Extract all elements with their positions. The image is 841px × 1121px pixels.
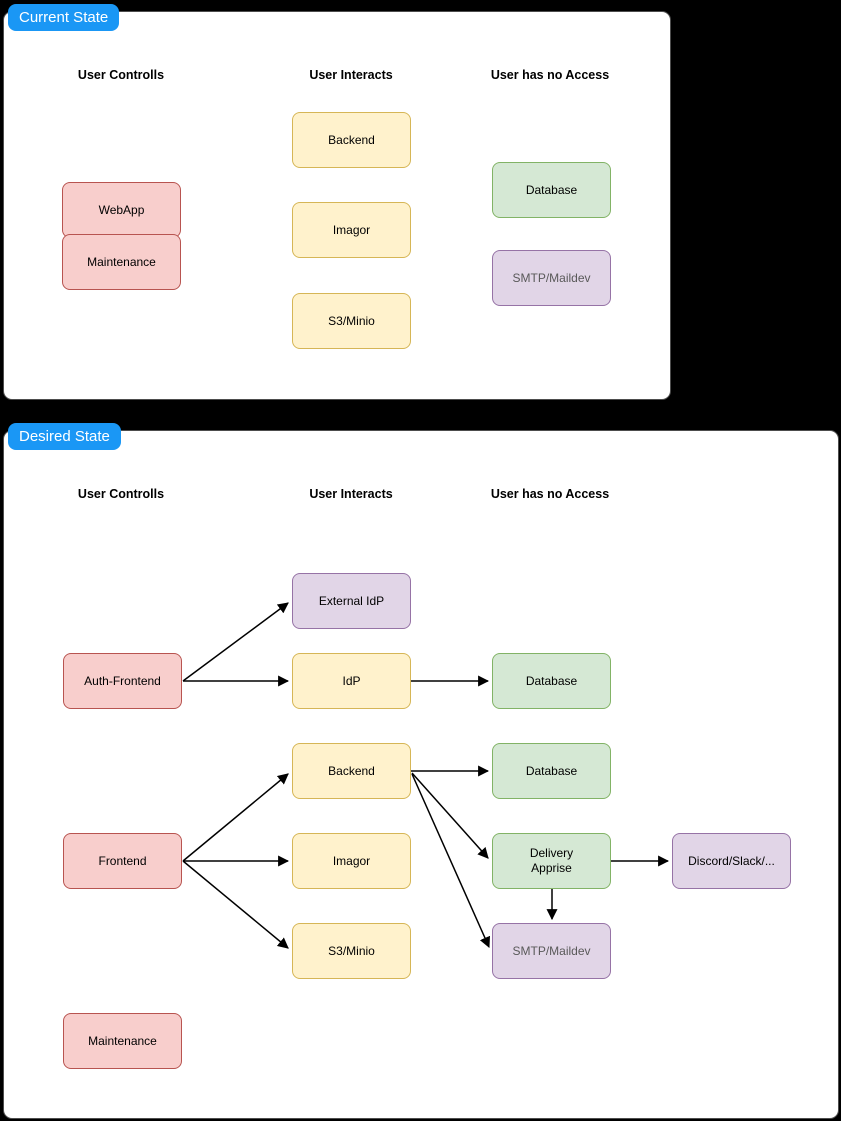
node-delivery-apprise[interactable]: Delivery Apprise	[492, 833, 611, 889]
node-auth-frontend[interactable]: Auth-Frontend	[63, 653, 182, 709]
node-s3-minio-current[interactable]: S3/Minio	[292, 293, 411, 349]
node-database-backend[interactable]: Database	[492, 743, 611, 799]
node-imagor-current[interactable]: Imagor	[292, 202, 411, 258]
node-idp[interactable]: IdP	[292, 653, 411, 709]
node-backend[interactable]: Backend	[292, 743, 411, 799]
node-discord-slack[interactable]: Discord/Slack/...	[672, 833, 791, 889]
edge-authfrontend-externalidp	[182, 602, 289, 682]
edge-frontend-backend	[182, 773, 289, 862]
edge-frontend-s3minio	[182, 860, 289, 949]
desired-state-tab-label: Desired State	[8, 423, 121, 450]
column-header-user-controlls: User Controlls	[77, 68, 165, 82]
node-maintenance-current[interactable]: Maintenance	[62, 234, 181, 290]
node-smtp-maildev-current[interactable]: SMTP/Maildev	[492, 250, 611, 306]
column-header-user-interacts-desired: User Interacts	[309, 487, 393, 501]
column-header-user-interacts: User Interacts	[309, 68, 393, 82]
column-header-user-has-no-access: User has no Access	[490, 68, 610, 82]
node-imagor[interactable]: Imagor	[292, 833, 411, 889]
node-database-idp[interactable]: Database	[492, 653, 611, 709]
node-external-idp[interactable]: External IdP	[292, 573, 411, 629]
panel-desired-state: User Controlls User Interacts User has n…	[3, 430, 839, 1119]
node-backend-current[interactable]: Backend	[292, 112, 411, 168]
current-state-tab-label: Current State	[8, 4, 120, 31]
column-header-user-has-no-access-desired: User has no Access	[490, 487, 610, 501]
column-header-user-controlls-desired: User Controlls	[77, 487, 165, 501]
edge-backend-smtpmaildev	[411, 773, 490, 949]
node-database-current[interactable]: Database	[492, 162, 611, 218]
node-maintenance[interactable]: Maintenance	[63, 1013, 182, 1069]
node-frontend[interactable]: Frontend	[63, 833, 182, 889]
edge-backend-deliveryapprise	[411, 772, 489, 859]
panel-current-state: User Controlls User Interacts User has n…	[3, 11, 671, 400]
node-smtp-maildev[interactable]: SMTP/Maildev	[492, 923, 611, 979]
node-s3-minio[interactable]: S3/Minio	[292, 923, 411, 979]
node-webapp[interactable]: WebApp	[62, 182, 181, 238]
